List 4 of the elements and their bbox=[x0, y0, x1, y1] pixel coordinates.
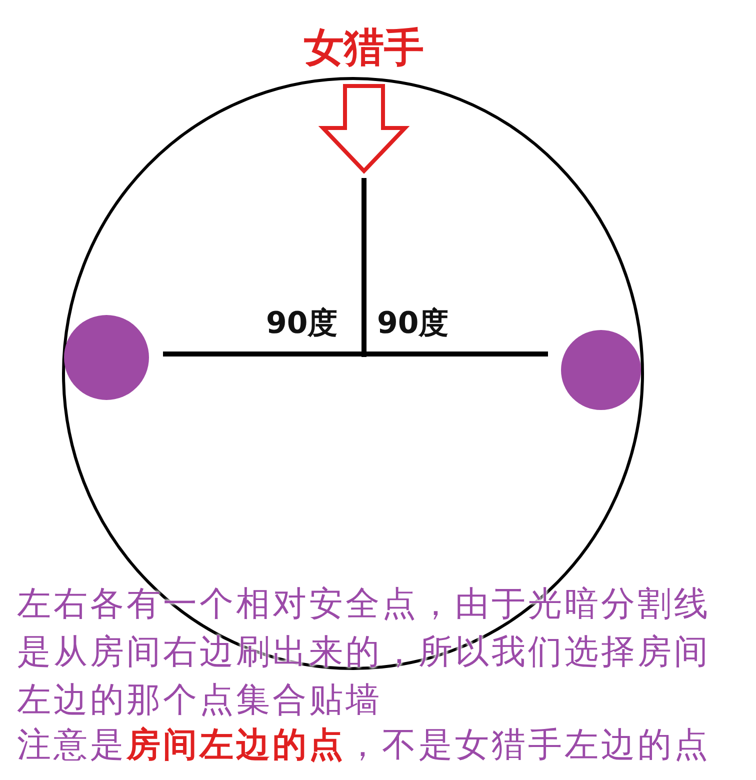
warning-text: 注意是房间左边的点，不是女猎手左边的点 bbox=[17, 724, 710, 767]
title: 女猎手 bbox=[304, 25, 424, 71]
angle-label: 90度 bbox=[377, 305, 449, 343]
angle-label: 90度 bbox=[266, 305, 338, 343]
